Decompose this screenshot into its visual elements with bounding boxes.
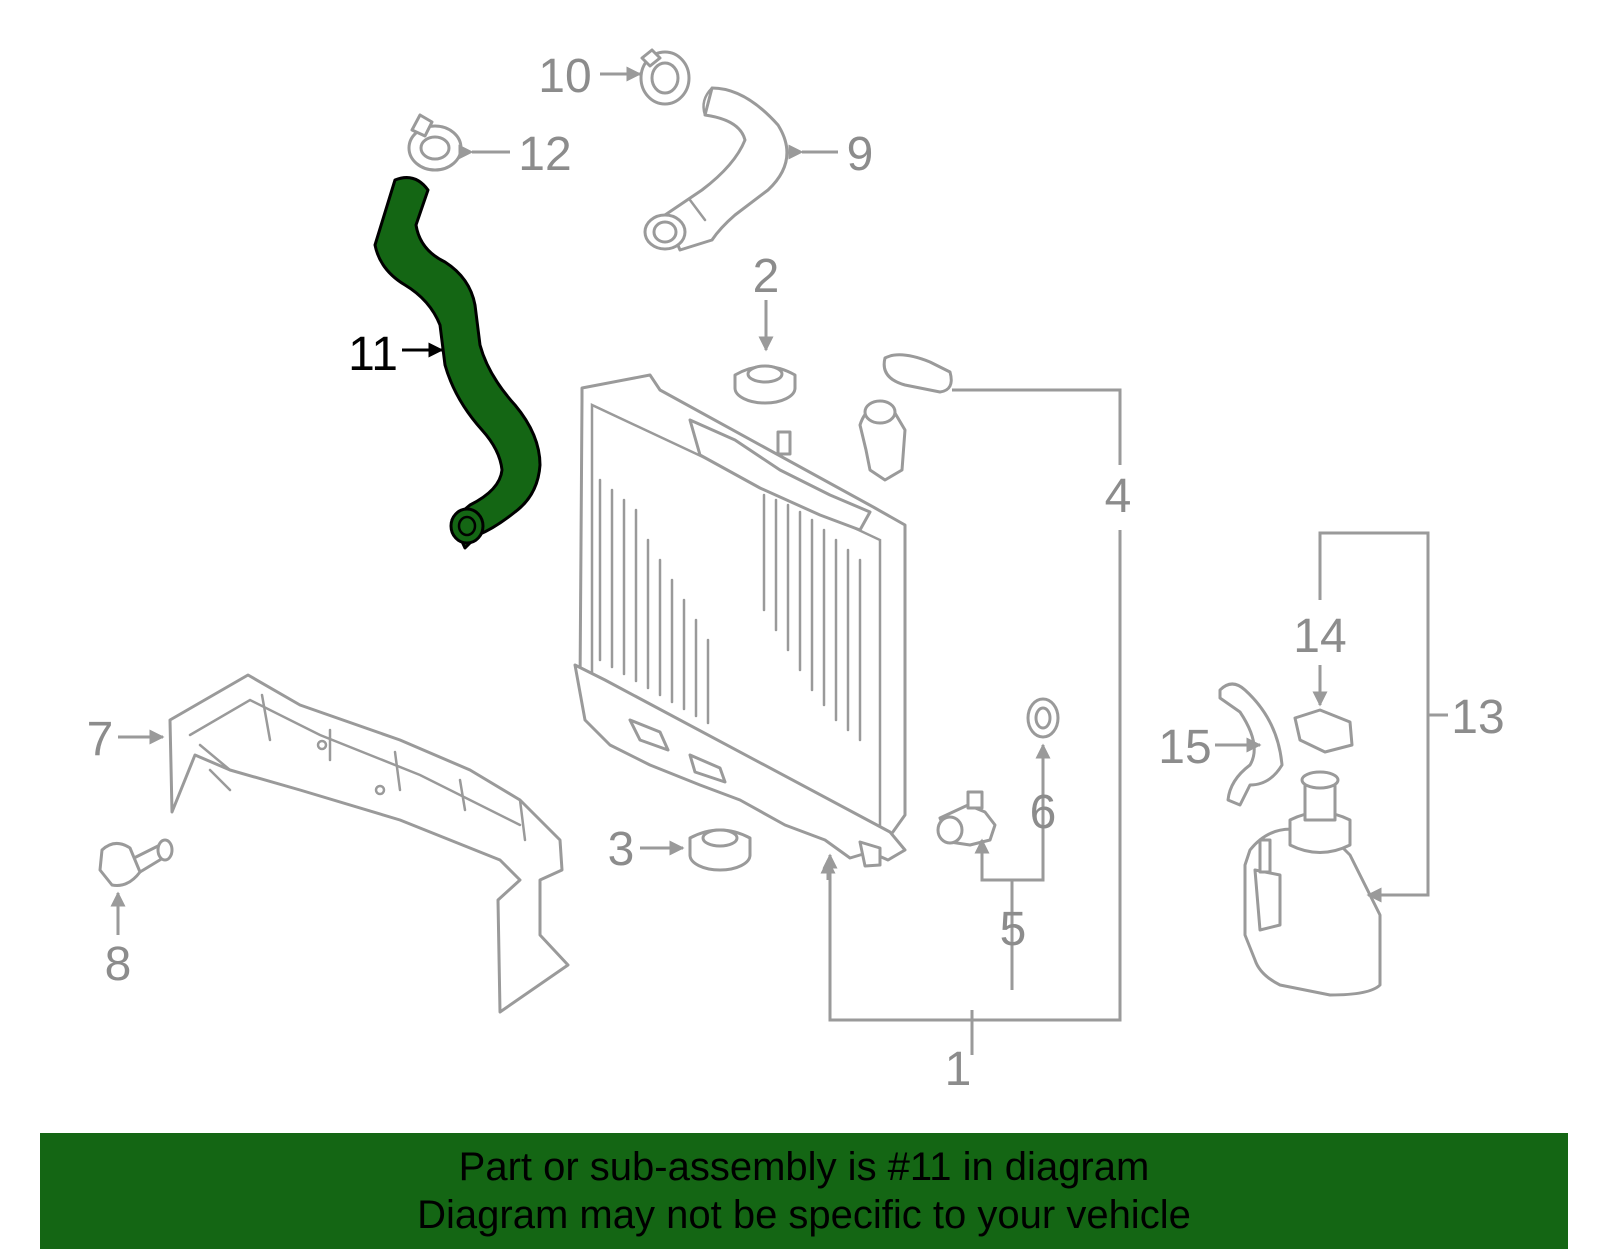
- tank-cap-part-14[interactable]: [1293, 708, 1354, 754]
- cap-seal-part-4[interactable]: [882, 353, 953, 394]
- callout-4[interactable]: 4: [1105, 470, 1132, 523]
- callout-8[interactable]: 8: [105, 938, 132, 991]
- hose-clamp-part-10[interactable]: [639, 48, 691, 106]
- callout-14[interactable]: 14: [1293, 610, 1346, 663]
- overflow-hose-part-15[interactable]: [1218, 682, 1284, 807]
- air-guide-part-7[interactable]: [168, 673, 570, 1014]
- callout-10[interactable]: 10: [538, 50, 591, 103]
- callout-3[interactable]: 3: [608, 823, 635, 876]
- grommet-part-3[interactable]: [688, 828, 752, 872]
- info-banner: Part or sub-assembly is #11 in diagram D…: [40, 1133, 1568, 1249]
- callout-11[interactable]: 11: [348, 328, 398, 381]
- callout-9[interactable]: 9: [847, 128, 874, 181]
- callout-13[interactable]: 13: [1451, 691, 1504, 744]
- callout-7[interactable]: 7: [87, 713, 114, 766]
- callout-12[interactable]: 12: [518, 128, 571, 181]
- banner-line-part-number: Part or sub-assembly is #11 in diagram: [458, 1145, 1150, 1189]
- callout-15[interactable]: 15: [1158, 721, 1211, 774]
- radiator-part-1[interactable]: [573, 373, 907, 868]
- grommet-part-2[interactable]: [733, 364, 797, 405]
- drain-plug-part-5[interactable]: [936, 790, 997, 847]
- callout-1[interactable]: 1: [945, 1043, 972, 1096]
- reservoir-tank-part-13[interactable]: [1243, 770, 1382, 997]
- lower-hose-part-11[interactable]: [373, 176, 542, 550]
- hose-clamp-part-12[interactable]: [407, 113, 463, 172]
- callout-2[interactable]: 2: [753, 250, 780, 303]
- o-ring-part-6[interactable]: [1026, 697, 1060, 739]
- radiator-core-fins: [598, 478, 862, 742]
- callout-5[interactable]: 5: [1000, 903, 1027, 956]
- leader-lines: [110, 66, 1448, 1055]
- parts-diagram: 1 2 3 4 5 6 7 8 9 10 11 12 13 14 15: [87, 48, 1505, 1096]
- upper-hose-part-9[interactable]: [643, 86, 789, 252]
- callout-labels: 1 2 3 4 5 6 7 8 9 10 11 12 13 14 15: [87, 50, 1505, 1096]
- callout-6[interactable]: 6: [1030, 786, 1057, 839]
- banner-line-disclaimer: Diagram may not be specific to your vehi…: [417, 1193, 1191, 1237]
- bolt-part-8[interactable]: [98, 838, 174, 887]
